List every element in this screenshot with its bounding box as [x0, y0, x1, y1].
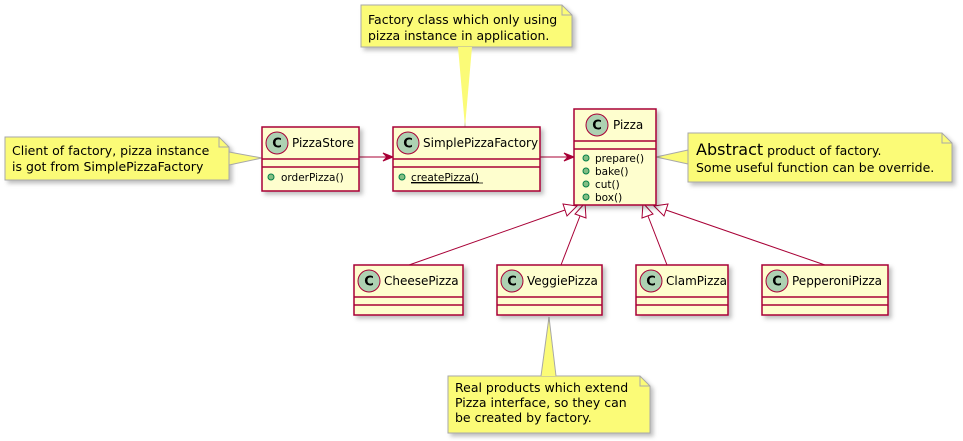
public-method-icon	[582, 180, 590, 188]
inheritance-cheese	[408, 203, 579, 266]
class-stereotype-glyph: C	[646, 275, 656, 290]
class-name: VeggiePizza	[527, 274, 598, 288]
class-name: ClamPizza	[666, 274, 727, 288]
client-note: Client of factory, pizza instance is got…	[4, 136, 263, 181]
method-order-pizza: orderPizza()	[281, 172, 344, 184]
method-cut: cut()	[595, 179, 620, 191]
method-bake: bake()	[595, 166, 628, 178]
products-note-line-3: be created by factory.	[455, 410, 592, 425]
class-name: CheesePizza	[384, 274, 459, 288]
class-stereotype-glyph: C	[364, 275, 374, 290]
inheritance-pepperoni	[652, 203, 826, 266]
client-note-line-1: Client of factory, pizza instance	[12, 143, 210, 158]
class-name: PepperoniPizza	[792, 274, 882, 288]
class-cheese-pizza[interactable]: C CheesePizza	[353, 264, 464, 316]
class-stereotype-glyph: C	[403, 137, 413, 152]
class-name: Pizza	[613, 118, 643, 132]
class-icon	[765, 269, 789, 293]
class-name: PizzaStore	[292, 136, 354, 150]
products-note-line-2: Pizza interface, so they can	[455, 395, 627, 410]
factory-note-line-2: pizza instance in application.	[368, 28, 549, 43]
public-method-icon	[398, 173, 406, 181]
class-simple-pizza-factory[interactable]: C SimplePizzaFactory createPizza()	[392, 126, 541, 192]
factory-note-line-1: Factory class which only using	[368, 12, 557, 27]
abstract-note-line-2: Some useful function can be override.	[696, 160, 934, 175]
class-pizza[interactable]: C Pizza prepare() bake() cut() box()	[573, 108, 657, 206]
class-icon	[265, 131, 289, 155]
method-box: box()	[595, 192, 622, 204]
products-note-tail	[541, 317, 556, 376]
class-stereotype-glyph: C	[507, 275, 517, 290]
client-note-tail	[228, 151, 263, 166]
abstract-note-bold: Abstract	[696, 140, 763, 159]
client-note-line-2: is got from SimplePizzaFactory	[12, 159, 204, 174]
class-pizza-store[interactable]: C PizzaStore orderPizza()	[261, 126, 360, 192]
abstract-note-tail	[655, 149, 689, 165]
products-note-line-1: Real products which extend	[455, 380, 628, 395]
association-store-to-factory	[359, 152, 395, 162]
class-icon	[396, 131, 420, 155]
method-create-pizza: createPizza()	[411, 172, 479, 184]
public-method-icon	[582, 193, 590, 201]
class-icon	[639, 269, 663, 293]
inheritance-veggie	[560, 201, 587, 266]
class-icon	[585, 113, 609, 137]
public-method-icon	[267, 173, 275, 181]
abstract-note-line-1: Abstract product of factory.	[696, 140, 881, 159]
class-veggie-pizza[interactable]: C VeggiePizza	[496, 264, 603, 316]
class-stereotype-glyph: C	[592, 119, 602, 134]
factory-note-tail	[458, 47, 472, 127]
association-factory-to-pizza	[540, 152, 576, 162]
class-icon	[500, 269, 524, 293]
abstract-note: Abstract product of factory. Some useful…	[655, 132, 953, 183]
class-stereotype-glyph: C	[272, 137, 282, 152]
inheritance-clam	[641, 201, 668, 266]
products-note: Real products which extend Pizza interfa…	[447, 316, 651, 434]
public-method-icon	[582, 154, 590, 162]
class-stereotype-glyph: C	[772, 275, 782, 290]
class-icon	[357, 269, 381, 293]
abstract-note-rest: product of factory.	[763, 143, 881, 158]
public-method-icon	[582, 167, 590, 175]
class-name: SimplePizzaFactory	[423, 136, 538, 150]
method-prepare: prepare()	[595, 153, 644, 165]
class-clam-pizza[interactable]: C ClamPizza	[635, 264, 729, 316]
factory-note: Factory class which only using pizza ins…	[360, 4, 573, 48]
class-pepperoni-pizza[interactable]: C PepperoniPizza	[761, 264, 889, 316]
